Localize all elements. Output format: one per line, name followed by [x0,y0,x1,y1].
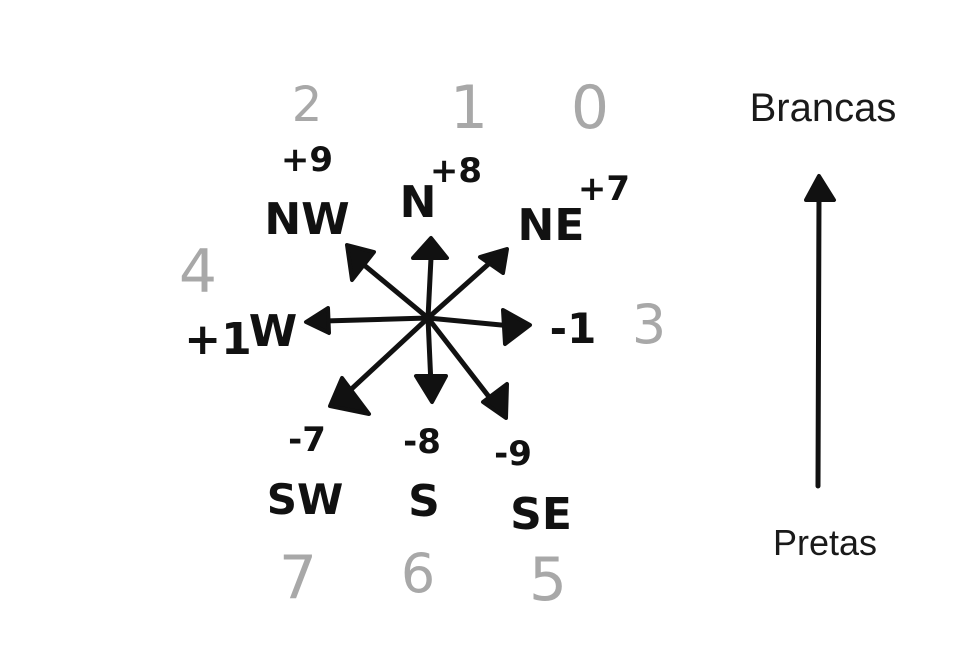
index-s: 6 [401,542,435,605]
direction-name-se: SE [510,489,572,540]
arrowhead-n [411,236,449,260]
arrow-n [425,255,434,321]
offset-w: +1 [184,314,251,365]
direction-name-s: S [408,476,440,527]
direction-name-n: N [400,177,437,228]
direction-name-nw: NW [264,194,349,245]
index-se: 5 [529,545,567,615]
direction-names: N NE SE S SW W NW [249,177,585,540]
compass-arrows [304,236,532,420]
orientation-indicator: Brancas Pretas [750,86,897,563]
direction-offsets: +8 +7 -1 -9 -8 -7 +1 +9 [184,140,630,474]
index-nw: 2 [292,77,323,133]
arrowhead-se [481,382,509,420]
arrowhead-e [501,308,532,346]
direction-indices: 1 0 3 5 6 7 4 2 [179,73,666,615]
arrow-e [425,315,515,329]
offset-sw: -7 [288,420,326,460]
orientation-arrow [815,193,822,489]
offset-nw: +9 [281,140,333,180]
index-sw: 7 [279,543,317,613]
offset-s: -8 [403,422,441,462]
index-w: 4 [179,237,217,307]
index-n: 1 [450,73,488,143]
arrowhead-sw [328,376,371,416]
offset-ne: +7 [578,169,630,209]
arrow-w [321,315,431,324]
arrowhead-nw [345,243,376,282]
arrow-se [425,315,496,405]
index-ne: 0 [571,73,609,143]
arrow-ne [425,257,496,321]
arrow-s [425,315,434,388]
offset-se: -9 [494,434,532,474]
direction-name-sw: SW [267,475,344,524]
top-label: Brancas [750,86,897,130]
arrowhead-w [304,306,331,335]
direction-name-w: W [249,306,298,357]
bottom-label: Pretas [773,522,877,563]
index-e: 3 [632,293,666,356]
direction-name-ne: NE [518,200,585,251]
arrowhead-ne [478,247,509,275]
arrow-sw [342,315,431,398]
offset-n: +8 [430,151,482,191]
arrowhead-s [414,374,448,404]
arrow-nw [355,257,431,321]
orientation-arrowhead [804,174,836,202]
offset-e: -1 [550,304,597,353]
